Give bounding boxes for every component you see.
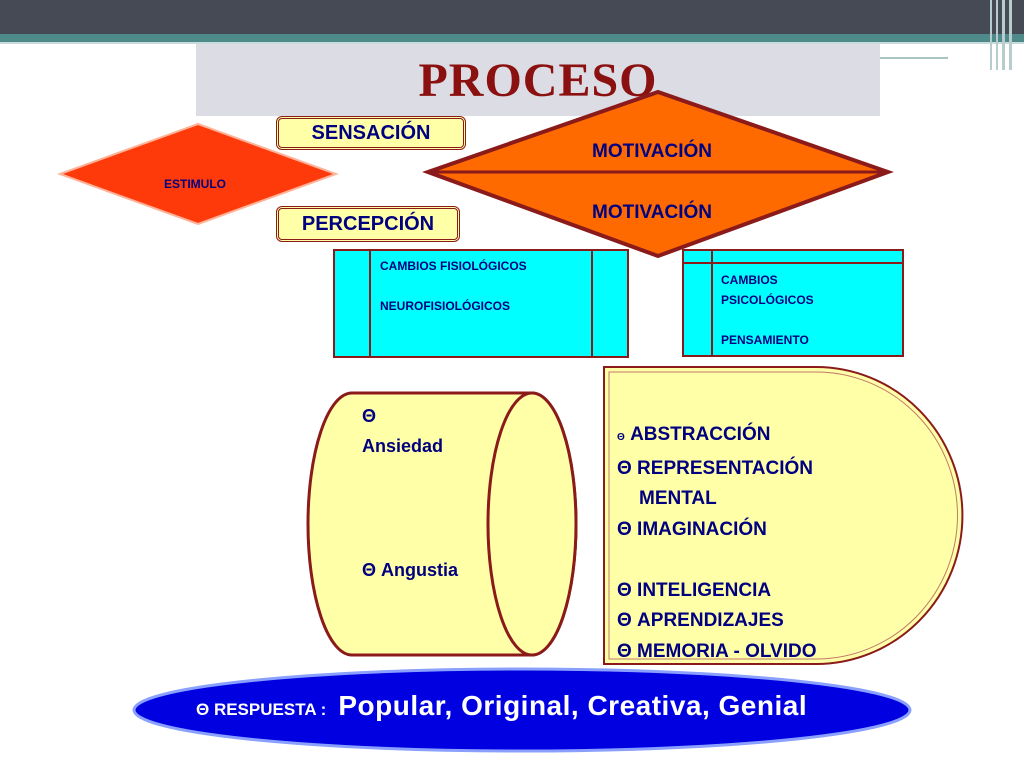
estimulo-diamond [57,122,339,226]
cognitivo-item: MENTAL [639,488,717,509]
psicologicos-line-1: CAMBIOS [721,273,778,287]
title-box: PROCESO [196,44,880,116]
fisiologicos-line-2: NEUROFISIOLÓGICOS [380,299,511,313]
cognitivo-item: Θ MEMORIA - OLVIDO [617,640,817,662]
motivacion-label-bottom: MOTIVACIÓN [592,202,712,223]
cognitivo-item: Θ REPRESENTACIÓN [617,457,814,479]
small-theta: Θ [617,432,625,443]
cognitivo-item: Θ INTELIGENCIA [617,579,772,601]
psicologicos-text: CAMBIOS PSICOLÓGICOS PENSAMIENTO [721,270,814,350]
motivacion-label-top: MOTIVACIÓN [592,141,712,162]
corner-decoration [990,0,1012,70]
emociones-cylinder [306,391,578,657]
cognitivo-list: Θ ABSTRACCIÓN Θ REPRESENTACIÓN MENTAL Θ … [617,420,817,667]
respuesta-ellipse [132,667,912,753]
fisiologicos-box [333,249,629,358]
top-bar [0,0,1024,34]
estimulo-label: ESTIMULO [164,177,226,191]
emocion-ansiedad: Ansiedad [362,436,444,456]
emocion-angustia: Θ Angustia [362,560,459,580]
respuesta-text: Θ RESPUESTA : Popular, Original, Creativ… [196,690,807,722]
top-bar-stripe [0,34,1024,42]
sensacion-box: SENSACIÓN [276,116,466,150]
decorative-line [880,57,948,59]
motivacion-diamond [422,89,894,259]
fisiologicos-text: CAMBIOS FISIOLÓGICOS NEUROFISIOLÓGICOS [380,256,527,316]
respuesta-label: Θ RESPUESTA : [196,700,327,719]
cognitivo-item: Θ ABSTRACCIÓN [617,424,771,445]
percepcion-box: PERCEPCIÓN [276,206,460,242]
fisiologicos-line-1: CAMBIOS FISIOLÓGICOS [380,259,527,273]
top-bar-line [0,42,1024,44]
page-title: PROCESO [418,53,658,107]
cognitivo-item: Θ APRENDIZAJES [617,610,784,631]
cognitivo-item: Θ IMAGINACIÓN [617,518,767,540]
psicologicos-line-2: PSICOLÓGICOS [721,293,814,307]
respuesta-value: Popular, Original, Creativa, Genial [338,690,808,721]
psicologicos-line-3: PENSAMIENTO [721,333,809,347]
psicologicos-box [682,249,904,357]
emocion-theta: Θ [362,406,377,426]
cognitivo-shape [603,366,964,665]
